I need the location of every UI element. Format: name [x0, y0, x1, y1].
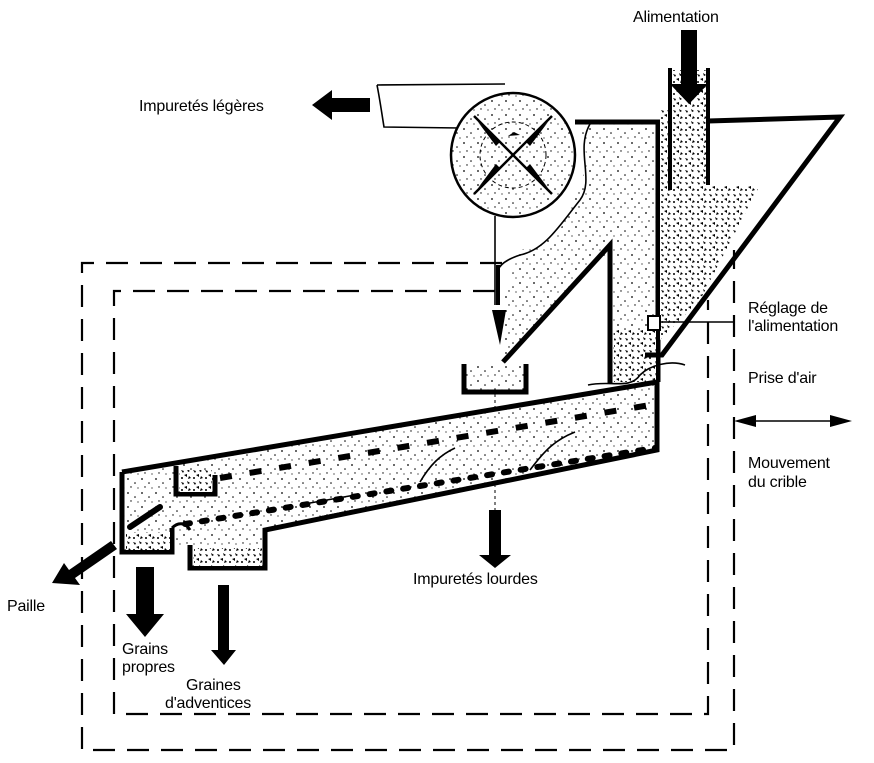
upper-screen — [219, 402, 651, 481]
heavy-impurities-arrow-icon — [479, 510, 511, 568]
label-heavy-impurities: Impuretés lourdes — [413, 571, 538, 588]
air-intake-wisp — [587, 362, 686, 386]
weed-seed-pocket — [194, 548, 262, 566]
label-light-impurities: Impuretés légères — [139, 98, 264, 115]
flow-arrow-icon — [529, 431, 576, 471]
weed-seeds-arrow-icon — [211, 585, 236, 665]
vibrating-sieve — [119, 379, 660, 571]
label-feed-adjustment-2: l'alimentation — [748, 318, 838, 335]
light-impurities-arrow-icon — [312, 90, 370, 120]
feed-hopper — [614, 68, 846, 382]
duct-wall — [575, 119, 661, 382]
feed-arrow-icon — [670, 30, 708, 104]
flow-arrow-icon — [309, 494, 356, 504]
duct-baffle — [501, 238, 613, 384]
fan-outlet-duct — [376, 83, 506, 129]
label-weed-seeds-2: d'adventices — [165, 695, 251, 712]
flow-arrow-icon — [419, 447, 456, 483]
flow-arrow-icon — [319, 509, 356, 518]
upper-pocket — [180, 470, 212, 492]
lower-screen — [182, 445, 658, 527]
label-air-intake: Prise d'air — [748, 370, 817, 387]
label-sieve-movement-1: Mouvement — [748, 455, 831, 472]
sieve-movement-arrow-icon — [734, 415, 852, 427]
label-feed: Alimentation — [633, 9, 719, 26]
clean-grain-arrow-icon — [126, 567, 164, 637]
air-duct — [503, 121, 657, 380]
fan — [449, 91, 577, 219]
label-weed-seeds-1: Graines — [186, 677, 241, 694]
outer-frame — [80, 250, 736, 752]
label-clean-grain-1: Grains — [122, 641, 168, 658]
straw-deflector — [127, 504, 163, 530]
label-straw: Paille — [7, 598, 45, 615]
straw-arrow-icon — [52, 541, 117, 585]
tray-outline — [461, 364, 529, 395]
label-sieve-movement-2: du crible — [748, 474, 807, 491]
inner-frame — [112, 289, 710, 716]
clean-grain-pocket — [126, 532, 170, 550]
duct-curtain — [497, 123, 591, 271]
label-feed-adjustment-1: Réglage de — [748, 300, 828, 317]
label-clean-grain-2: propres — [122, 659, 175, 676]
falling-impurities-icon — [492, 310, 506, 345]
heavy-impurities-tray — [464, 366, 526, 391]
